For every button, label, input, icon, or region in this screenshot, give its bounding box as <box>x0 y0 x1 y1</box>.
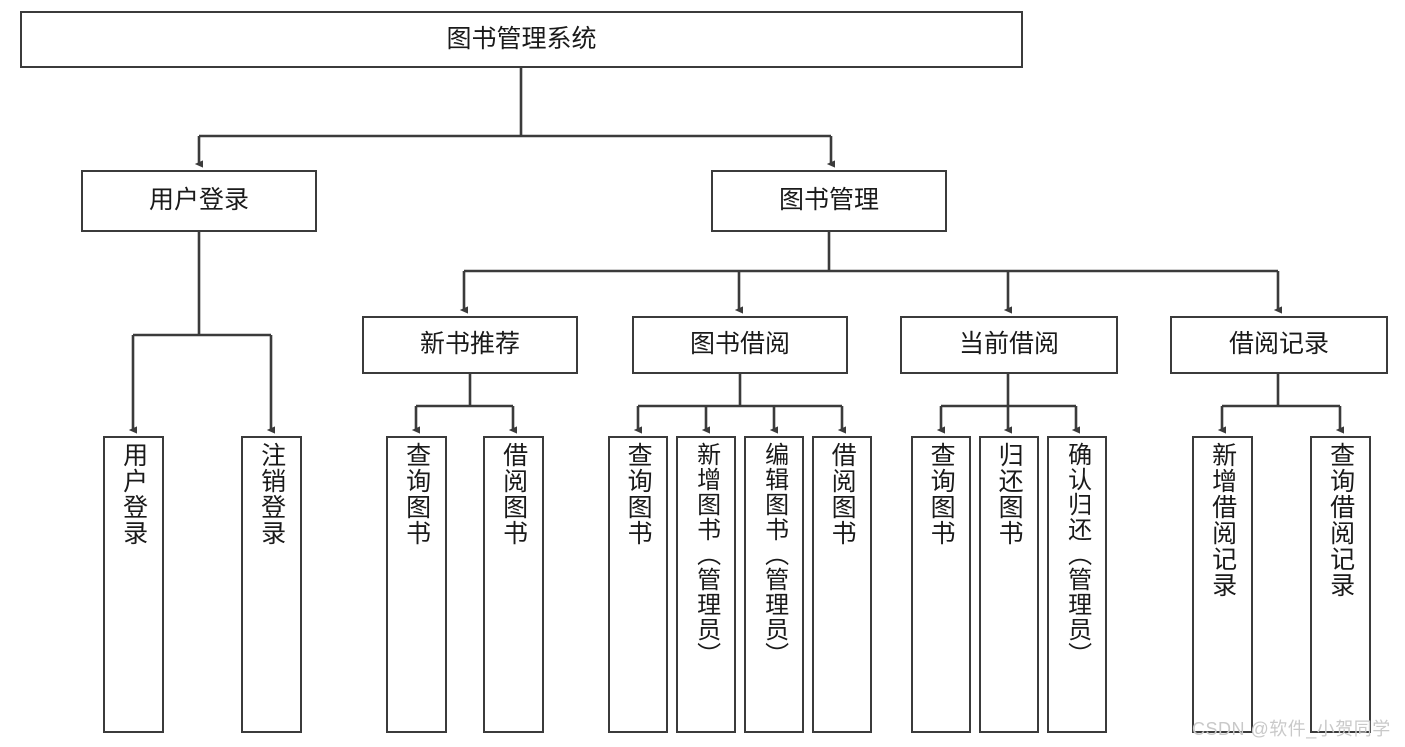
leaf-logout[interactable]: 注销登录 <box>241 436 302 733</box>
leaf-add-borrow-record[interactable]: 新增借阅记录 <box>1192 436 1253 733</box>
leaf-borrow-book-new-book[interactable]: 借阅图书 <box>483 436 544 733</box>
node-label: 图书管理 <box>778 186 879 215</box>
node-label: 新书推荐 <box>419 330 520 359</box>
node-label: 查询图书 <box>402 442 431 546</box>
node-label: 查询图书 <box>927 442 956 546</box>
node-label: 编辑图书（管理员） <box>760 442 788 667</box>
node-label: 当前借阅 <box>958 330 1059 359</box>
node-label: 查询图书 <box>624 442 653 546</box>
node-label: 注销登录 <box>257 442 286 546</box>
node-label: 确认归还（管理员） <box>1063 442 1091 667</box>
leaf-query-book-borrow[interactable]: 查询图书 <box>608 436 668 733</box>
node-borrow-record[interactable]: 借阅记录 <box>1170 316 1388 374</box>
node-label: 用户登录 <box>148 186 249 215</box>
leaf-query-book-new-book[interactable]: 查询图书 <box>386 436 447 733</box>
leaf-query-book-current[interactable]: 查询图书 <box>911 436 971 733</box>
node-user-login[interactable]: 用户登录 <box>81 170 317 232</box>
leaf-edit-book-admin[interactable]: 编辑图书（管理员） <box>744 436 804 733</box>
node-label: 查询借阅记录 <box>1326 442 1355 598</box>
leaf-return-book[interactable]: 归还图书 <box>979 436 1039 733</box>
node-label: 借阅图书 <box>499 442 528 546</box>
node-label: 图书管理系统 <box>446 24 597 53</box>
node-label: 借阅图书 <box>828 442 857 546</box>
node-label: 用户登录 <box>119 442 148 546</box>
node-label: 图书借阅 <box>689 330 790 359</box>
node-root-book-management-system[interactable]: 图书管理系统 <box>20 11 1023 68</box>
node-label: 新增图书（管理员） <box>692 442 720 667</box>
leaf-borrow-book-borrow[interactable]: 借阅图书 <box>812 436 872 733</box>
node-current-borrow[interactable]: 当前借阅 <box>900 316 1118 374</box>
leaf-query-borrow-record[interactable]: 查询借阅记录 <box>1310 436 1371 733</box>
csdn-watermark: CSDN @软件_小贺同学 <box>1192 719 1391 739</box>
leaf-add-book-admin[interactable]: 新增图书（管理员） <box>676 436 736 733</box>
node-label: 借阅记录 <box>1228 330 1329 359</box>
leaf-user-login[interactable]: 用户登录 <box>103 436 164 733</box>
node-book-management[interactable]: 图书管理 <box>711 170 947 232</box>
node-label: 归还图书 <box>995 442 1024 546</box>
leaf-confirm-return-admin[interactable]: 确认归还（管理员） <box>1047 436 1107 733</box>
node-new-book-recommendation[interactable]: 新书推荐 <box>362 316 578 374</box>
node-label: 新增借阅记录 <box>1208 442 1237 598</box>
node-book-borrow[interactable]: 图书借阅 <box>632 316 848 374</box>
